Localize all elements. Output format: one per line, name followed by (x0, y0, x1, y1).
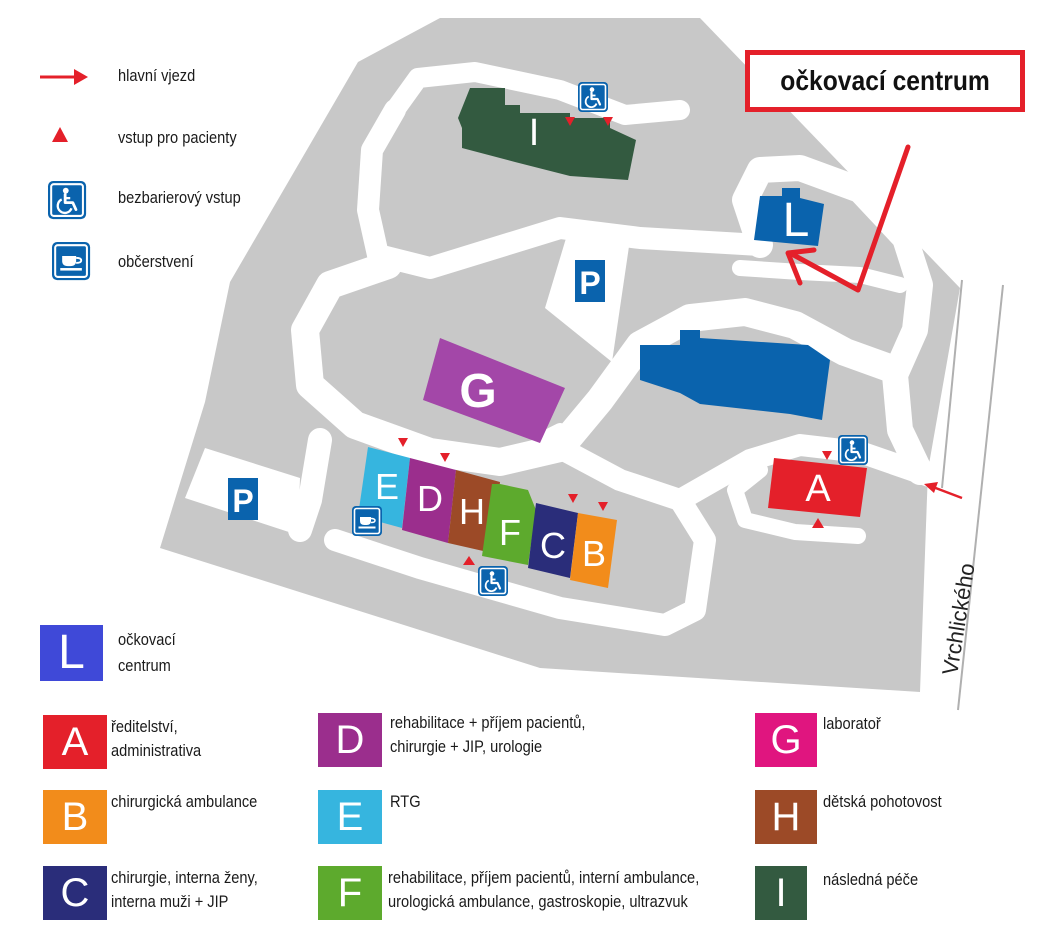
building-b (570, 513, 617, 588)
legend-badge-l: L (40, 625, 103, 681)
svg-text:P: P (232, 483, 253, 519)
building-b-label: B (582, 533, 606, 574)
patient-entrance-icon (598, 502, 608, 511)
legend-desc-f: rehabilitace, příjem pacientů, interní a… (388, 868, 700, 911)
wheelchair-icon (576, 80, 610, 114)
legend-desc-g: laboratoř (823, 714, 881, 733)
vaccination-center-callout: očkovací centrum (745, 50, 1025, 112)
building-h-label: H (459, 491, 485, 532)
building-l-label: L (783, 194, 810, 247)
legend-symbol-main-entrance (40, 69, 88, 85)
legend-refreshment-label: občerstvení (118, 252, 194, 271)
building-d-label: D (417, 478, 443, 519)
patient-entrance-icon (603, 117, 613, 126)
patient-entrance-icon (812, 518, 824, 528)
patient-entrance-icon (565, 117, 575, 126)
building-i-label: I (529, 112, 540, 154)
legend-badge-f: F (318, 866, 382, 920)
building-f-label: F (499, 512, 521, 553)
building-a-label: A (805, 468, 831, 510)
patient-entrance-icon (568, 494, 578, 503)
legend-badge-a: A (43, 715, 107, 769)
legend-patient-entrance: vstup pro pacienty (38, 126, 298, 166)
building-e-label: E (375, 466, 399, 507)
building-l (754, 188, 824, 246)
wheelchair-icon (476, 564, 510, 598)
legend-badge-g: G (755, 713, 817, 767)
building-main-blue (640, 330, 830, 420)
building-g-label: G (459, 365, 496, 418)
patient-entrance-icon (440, 453, 450, 462)
main-entrance-arrow (924, 482, 963, 500)
legend-desc-i: následná péče (823, 870, 919, 889)
street-name: Vrchlického (937, 561, 979, 676)
legend-refreshment: občerstvení (38, 250, 298, 290)
svg-text:P: P (579, 265, 600, 301)
vaccination-pointer-arrow (785, 144, 911, 293)
legend-badge-i: I (755, 866, 807, 920)
building-i (458, 88, 636, 180)
legend-barrier-free-label: bezbarierový vstup (118, 188, 241, 207)
building-g (423, 338, 565, 443)
legend-badge-d: D (318, 713, 382, 767)
vaccination-center-callout-title: očkovací centrum (780, 65, 990, 96)
legend-badge-b: B (43, 790, 107, 844)
patient-entrance-icon (463, 556, 475, 565)
building-c-label: C (540, 525, 566, 566)
patient-entrance-markers (398, 117, 832, 565)
legend-desc-e: RTG (390, 792, 421, 811)
legend-main-entrance-label: hlavní vjezd (118, 66, 196, 85)
parking-sign-left: P (228, 478, 258, 520)
cup-icon (351, 505, 383, 537)
patient-entrance-icon (398, 438, 408, 447)
legend-desc-a: ředitelství,administrativa (111, 717, 202, 760)
building-c (528, 503, 578, 578)
legend-badge-c: C (43, 866, 107, 920)
legend-main-entrance: hlavní vjezd (38, 64, 298, 104)
wheelchair-icon (836, 433, 870, 467)
building-d (402, 458, 456, 543)
legend-symbol-patient-entrance (52, 127, 68, 142)
parking-sign-top: P (575, 260, 605, 302)
patient-entrance-icon (822, 451, 832, 460)
legend-desc-b: chirurgická ambulance (111, 792, 258, 811)
building-f (482, 484, 536, 565)
legend-badge-e: E (318, 790, 382, 844)
legend-patient-entrance-label: vstup pro pacienty (118, 128, 237, 147)
legend-badge-h: H (755, 790, 817, 844)
legend-barrier-free: bezbarierový vstup (38, 186, 298, 226)
building-a (768, 458, 867, 517)
legend-desc-d: rehabilitace + příjem pacientů,chirurgie… (390, 713, 586, 756)
legend-desc-h: dětská pohotovost (823, 792, 942, 811)
legend-desc-c: chirurgie, interna ženy,interna muži + J… (111, 868, 258, 911)
